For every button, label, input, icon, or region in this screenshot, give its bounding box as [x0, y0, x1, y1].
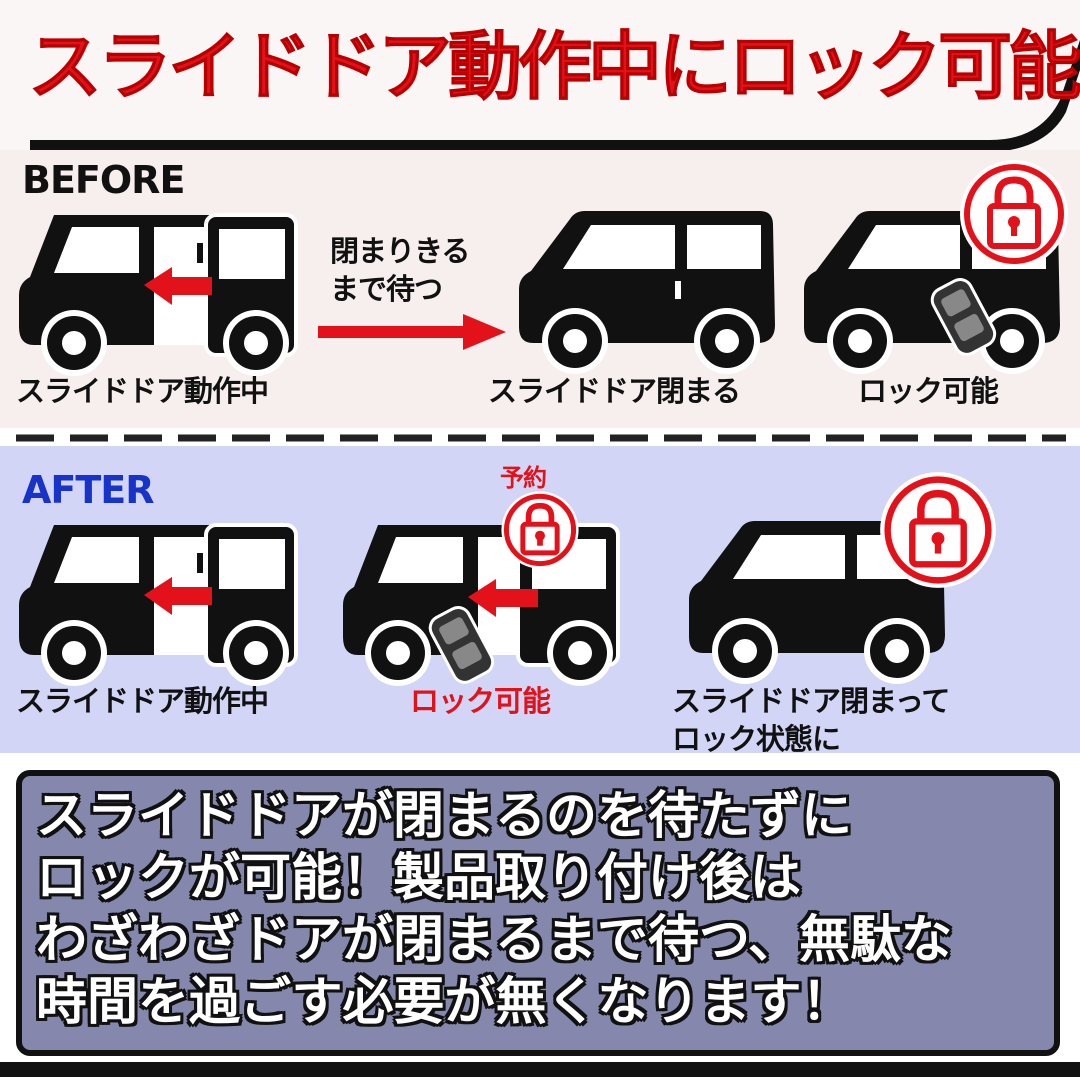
lock-icon	[501, 491, 579, 569]
lock-icon	[880, 472, 996, 588]
message-line-3: わざわざドアが閉まるまで待つ、無駄な	[36, 911, 952, 970]
message-line-2: ロックが可能！製品取り付け後は	[36, 849, 802, 908]
before-label: BEFORE	[22, 158, 185, 202]
lock-icon	[960, 160, 1068, 268]
car-door-opening-icon	[19, 213, 298, 376]
car-key-icon	[930, 278, 997, 356]
arrow-left-icon	[468, 579, 538, 617]
bottom-border	[0, 1062, 1080, 1077]
message-line-1: スライドドアが閉まるのを待たずに	[36, 787, 853, 846]
wait-text: 閉まりきる まで待つ	[330, 234, 470, 306]
before-caption-2: スライドドア閉まる	[488, 374, 741, 408]
message-line-4: 時間を過ごす必要が無くなります！	[36, 973, 853, 1032]
after-caption-4: ロック状態に	[672, 722, 841, 756]
before-caption-1: スライドドア動作中	[16, 374, 269, 408]
after-caption-3: スライドドア閉まって	[672, 684, 950, 718]
title-background	[0, 0, 1080, 150]
car-door-opening-icon	[19, 523, 298, 686]
message-box	[16, 770, 1060, 1056]
arrow-left-icon	[144, 577, 212, 615]
after-label: AFTER	[22, 468, 155, 512]
page-title: スライドドア動作中にロック可能	[28, 24, 1080, 111]
title-underline-swoosh	[30, 40, 1080, 152]
car-locked-icon	[804, 211, 1060, 374]
after-caption-2: ロック可能	[410, 684, 551, 718]
arrow-left-icon	[144, 267, 212, 305]
arrow-right-icon	[318, 314, 506, 350]
car-key-icon	[428, 606, 495, 684]
car-closed-icon	[519, 211, 775, 374]
car-door-closing-icon	[343, 523, 620, 686]
before-caption-3: ロック可能	[858, 374, 999, 408]
reserve-badge: 予約	[500, 464, 547, 492]
dashed-divider	[16, 434, 1066, 442]
message-text: スライドドアが閉まるのを待たずに ロックが可能！製品取り付け後は わざわざドアが…	[36, 786, 1046, 1034]
after-caption-1: スライドドア動作中	[16, 684, 269, 718]
